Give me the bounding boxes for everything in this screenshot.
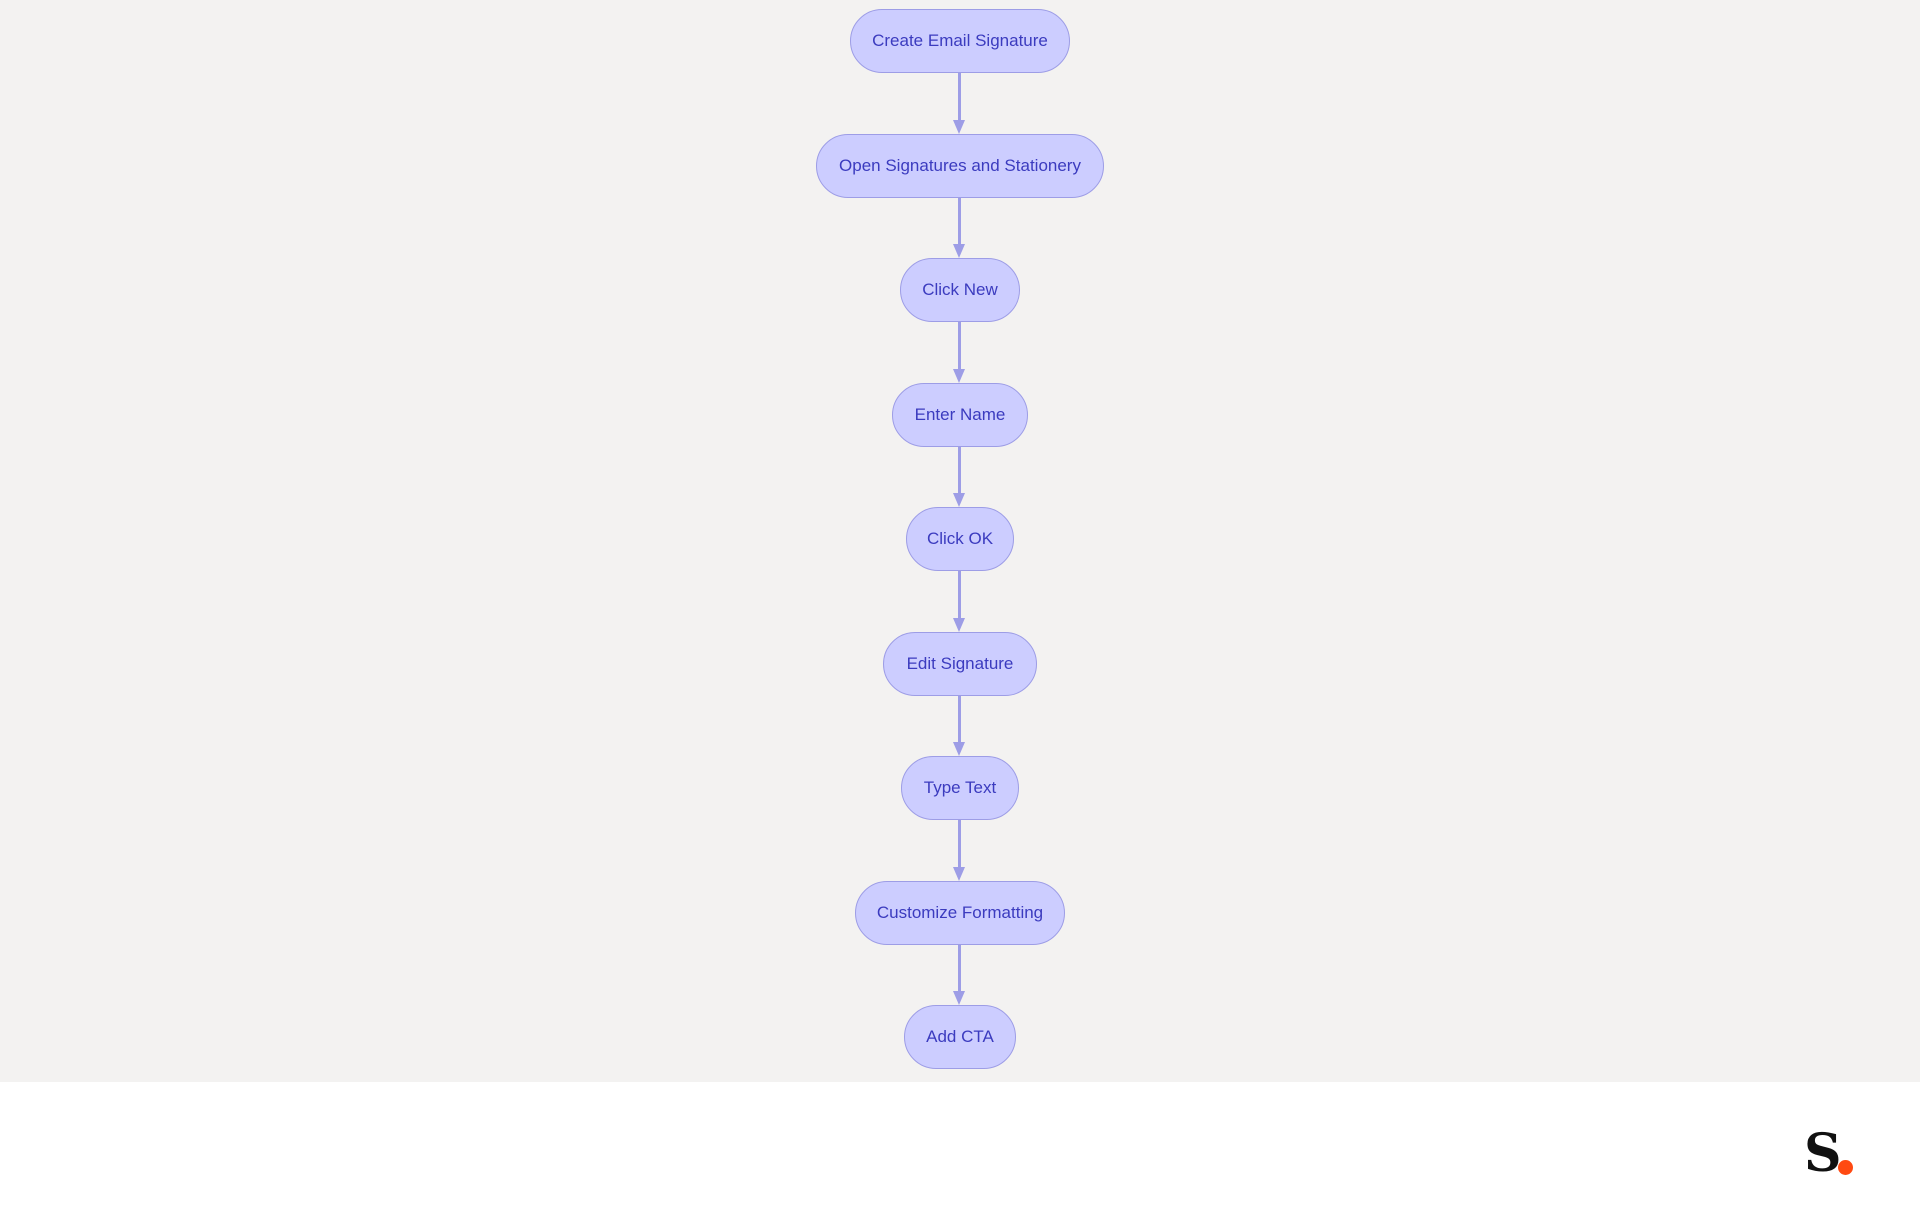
arrowhead-icon [953,742,965,756]
flow-edge [958,820,961,869]
flow-edge [958,73,961,122]
flow-edge [958,447,961,495]
flow-node: Customize Formatting [855,881,1065,945]
brand-dot-icon [1838,1160,1853,1175]
flow-node: Open Signatures and Stationery [816,134,1104,198]
flow-edge [958,322,961,371]
brand-letter: S [1804,1123,1842,1184]
flow-node: Click OK [906,507,1014,571]
flow-node: Type Text [901,756,1019,820]
flow-edge [958,571,961,620]
arrowhead-icon [953,493,965,507]
flow-node: Edit Signature [883,632,1037,696]
flow-node: Create Email Signature [850,9,1070,73]
arrowhead-icon [953,369,965,383]
flow-node: Add CTA [904,1005,1016,1069]
arrowhead-icon [953,991,965,1005]
arrowhead-icon [953,618,965,632]
flow-edge [958,198,961,246]
arrowhead-icon [953,867,965,881]
flow-edge [958,696,961,744]
arrowhead-icon [953,244,965,258]
flow-node: Click New [900,258,1020,322]
flow-node: Enter Name [892,383,1028,447]
arrowhead-icon [953,120,965,134]
flow-edge [958,945,961,993]
